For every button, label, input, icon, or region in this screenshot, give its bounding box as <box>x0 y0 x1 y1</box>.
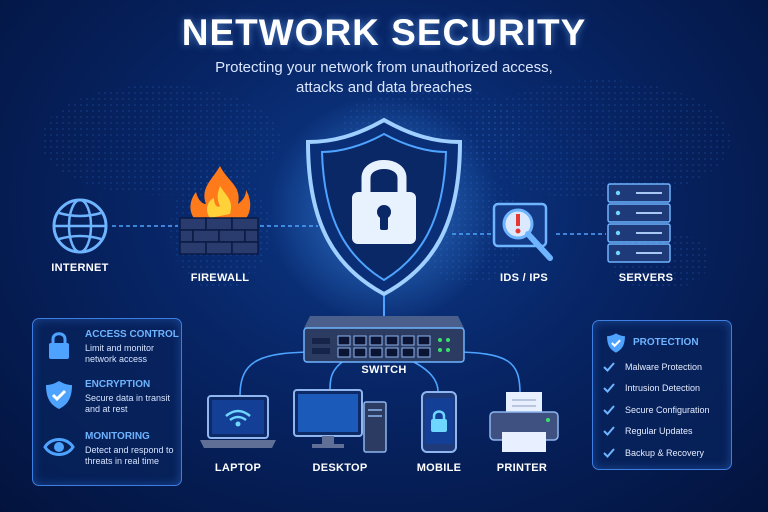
magnifier-alert-icon <box>492 202 553 261</box>
ids-ips-label: IDS / IPS <box>500 272 548 284</box>
shield-check-icon <box>607 333 625 353</box>
check-icon <box>603 362 615 372</box>
servers-label: SERVERS <box>618 272 674 284</box>
protection-title: PROTECTION <box>633 337 699 348</box>
protection-item: Intrusion Detection <box>603 382 731 396</box>
monitoring-item: MONITORING Detect and respond to threats… <box>43 431 179 477</box>
mobile-label: MOBILE <box>416 462 462 474</box>
desktop-label: DESKTOP <box>312 462 368 474</box>
protection-panel: PROTECTION Malware Protection Intrusion … <box>592 320 732 470</box>
desktop-computer-icon <box>293 389 387 453</box>
access-control-item: ACCESS CONTROL Limit and monitor network… <box>43 329 179 375</box>
laptop-label: LAPTOP <box>214 462 262 474</box>
switch-label: SWITCH <box>361 364 407 376</box>
protection-item-label: Malware Protection <box>625 362 703 372</box>
protection-item-label: Intrusion Detection <box>625 383 701 393</box>
protection-item-label: Backup & Recovery <box>625 448 705 458</box>
check-icon <box>603 448 615 458</box>
encryption-description: Secure data in transit and at rest <box>85 393 181 415</box>
protection-item-label: Regular Updates <box>625 426 693 436</box>
access-control-line-2: network access <box>85 354 148 364</box>
encryption-line-2: and at rest <box>85 404 128 414</box>
lock-icon <box>49 332 69 359</box>
shield-lock-icon <box>305 117 463 297</box>
protection-item: Regular Updates <box>603 425 731 439</box>
mobile-phone-icon <box>421 391 457 453</box>
encryption-item: ENCRYPTION Secure data in transit and at… <box>43 379 179 425</box>
server-rack-icon <box>607 183 671 263</box>
page-subtitle: Protecting your network from unauthorize… <box>150 58 618 98</box>
access-control-line-1: Limit and monitor <box>85 343 155 353</box>
check-icon <box>603 405 615 415</box>
protection-item: Malware Protection <box>603 361 731 375</box>
protection-item-label: Secure Configuration <box>625 405 710 415</box>
encryption-line-1: Secure data in transit <box>85 393 171 403</box>
printer-icon <box>489 392 559 452</box>
page-title: NETWORK SECURITY <box>181 12 587 53</box>
protection-item: Secure Configuration <box>603 404 731 418</box>
firewall-label: FIREWALL <box>190 272 250 284</box>
laptop-icon <box>200 395 276 448</box>
network-switch-icon <box>303 316 465 363</box>
check-icon <box>603 426 615 436</box>
eye-icon <box>43 438 75 456</box>
top-connection-lines <box>112 225 606 235</box>
subtitle-line-2: attacks and data breaches <box>296 79 472 96</box>
monitoring-title: MONITORING <box>85 431 150 442</box>
monitoring-description: Detect and respond to threats in real ti… <box>85 445 181 467</box>
protection-item: Backup & Recovery <box>603 447 731 461</box>
shield-check-icon <box>46 381 72 409</box>
check-icon <box>603 383 615 393</box>
monitoring-line-1: Detect and respond to <box>85 445 174 455</box>
access-control-description: Limit and monitor network access <box>85 343 181 365</box>
firewall-icon <box>179 166 259 255</box>
security-features-panel: ACCESS CONTROL Limit and monitor network… <box>32 318 182 486</box>
access-control-title: ACCESS CONTROL <box>85 329 179 340</box>
subtitle-line-1: Protecting your network from unauthorize… <box>215 59 553 76</box>
printer-label: PRINTER <box>496 462 548 474</box>
encryption-title: ENCRYPTION <box>85 379 151 390</box>
internet-label: INTERNET <box>51 262 109 274</box>
globe-icon <box>52 198 108 254</box>
monitoring-line-2: threats in real time <box>85 456 160 466</box>
